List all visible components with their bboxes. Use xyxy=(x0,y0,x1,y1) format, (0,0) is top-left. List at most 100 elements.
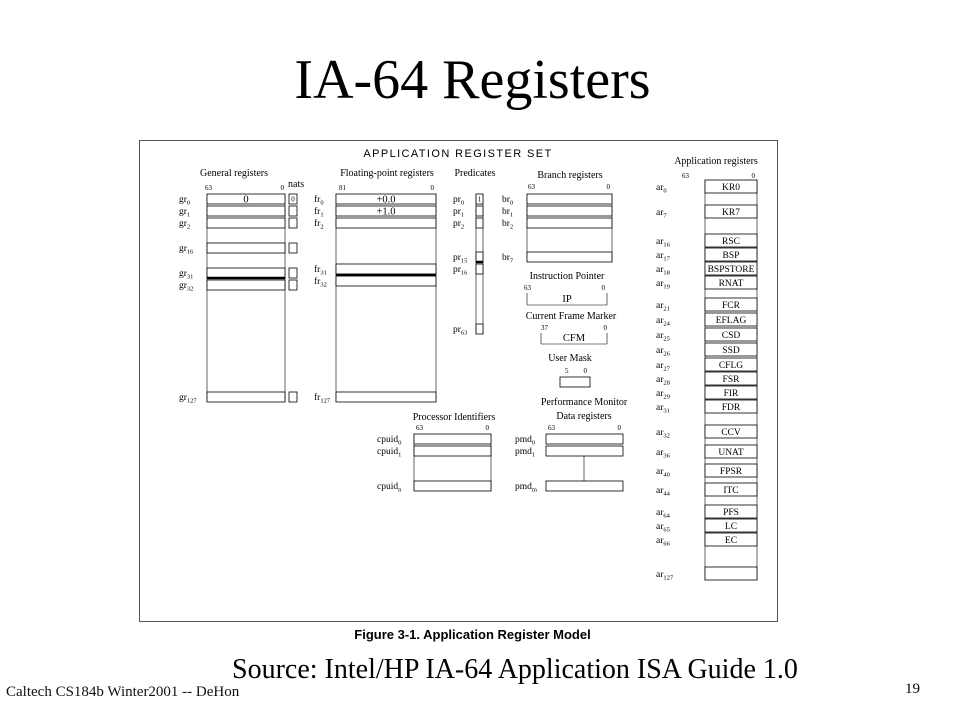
app-register-value: FPSR xyxy=(720,467,743,477)
cpuid-bit-lo: 0 xyxy=(486,424,490,432)
figure-frame xyxy=(139,140,778,622)
app-register-label: ar17 xyxy=(656,251,671,263)
app-register-box xyxy=(704,179,758,194)
app-register-box xyxy=(704,518,758,533)
app-register-value: EFLAG xyxy=(716,316,747,326)
ip-bit-lo: 0 xyxy=(602,284,606,292)
app-register-box xyxy=(704,424,758,439)
nat-bit-box xyxy=(288,267,298,279)
app-register-label: ar7 xyxy=(656,208,667,220)
branch-register-label: br0 xyxy=(502,195,513,207)
pmd-register-box xyxy=(545,480,624,492)
nat-bit-box xyxy=(288,279,298,291)
predicate-value: 1 xyxy=(478,196,482,204)
app-bit-lo: 0 xyxy=(752,172,756,180)
fp-register-label: fr2 xyxy=(314,218,324,231)
general-register-label: gr16 xyxy=(179,244,194,256)
app-register-label: ar44 xyxy=(656,486,671,498)
app-register-box xyxy=(704,444,758,459)
general-registers-heading: General registers xyxy=(200,168,268,179)
general-bit-lo: 0 xyxy=(281,184,285,192)
cpuid-bit-hi: 63 xyxy=(416,424,424,432)
general-register-label: gr32 xyxy=(179,281,193,293)
pmd-register-box xyxy=(545,433,624,445)
branch-register-label: br1 xyxy=(502,207,513,219)
branch-bit-lo: 0 xyxy=(607,183,611,191)
app-register-value: CCV xyxy=(721,428,741,438)
app-register-value: FIR xyxy=(724,389,739,399)
figure-title: APPLICATION REGISTER SET xyxy=(363,148,552,160)
pmd-register-label: pmdm xyxy=(515,482,537,494)
nats-heading: nats xyxy=(288,179,304,190)
fp-register-box xyxy=(335,263,437,275)
nat-bit-box xyxy=(288,205,298,217)
general-bit-hi: 63 xyxy=(205,184,213,192)
branch-bit-hi: 63 xyxy=(528,183,536,191)
app-register-label: ar31 xyxy=(656,403,670,415)
app-register-label: ar40 xyxy=(656,467,670,479)
predicate-label: pr63 xyxy=(453,325,467,337)
app-register-box xyxy=(704,342,758,357)
cpuid-register-box xyxy=(413,445,492,457)
fp-register-box xyxy=(335,391,437,403)
predicate-box xyxy=(475,251,484,263)
app-register-value: KR7 xyxy=(722,208,740,218)
app-register-label: ar0 xyxy=(656,183,667,195)
cpuid-register-label: cpuid0 xyxy=(377,435,401,447)
app-register-box xyxy=(704,204,758,219)
branch-register-box xyxy=(526,217,613,229)
um-bit-hi: 5 xyxy=(565,367,569,375)
app-register-label: ar27 xyxy=(656,361,671,373)
pmd-register-label: pmd1 xyxy=(515,447,535,459)
app-register-box xyxy=(704,312,758,327)
predicate-box xyxy=(475,193,484,205)
app-register-box xyxy=(704,297,758,312)
slide-title: IA-64 Registers xyxy=(294,49,651,111)
app-register-label: ar25 xyxy=(656,331,670,343)
pmd-register-label: pmd0 xyxy=(515,435,535,447)
branch-register-box xyxy=(526,193,613,205)
pmd-heading-line2: Data registers xyxy=(556,411,611,422)
app-register-label: ar36 xyxy=(656,448,671,460)
page-number: 19 xyxy=(905,681,920,697)
app-register-label: ar29 xyxy=(656,389,670,401)
app-register-box xyxy=(704,233,758,248)
app-register-box xyxy=(704,371,758,386)
app-register-value: RNAT xyxy=(719,279,744,289)
app-register-value: LC xyxy=(725,522,737,532)
app-register-value: ITC xyxy=(723,486,738,496)
app-register-value: BSP xyxy=(723,251,740,261)
general-register-box xyxy=(206,242,286,254)
app-register-label: ar21 xyxy=(656,301,670,313)
figure-caption: Figure 3-1. Application Register Model xyxy=(354,627,591,642)
app-register-label: ar28 xyxy=(656,375,670,387)
footer-course-label: Caltech CS184b Winter2001 -- DeHon xyxy=(6,684,240,700)
cpuid-heading: Processor Identifiers xyxy=(413,412,496,423)
fp-registers-heading: Floating-point registers xyxy=(340,168,434,179)
app-register-value: CFLG xyxy=(719,361,743,371)
cpuid-register-label: cpuidn xyxy=(377,482,402,494)
app-register-box xyxy=(704,566,758,581)
fp-register-label: fr127 xyxy=(314,392,331,405)
fp-register-box xyxy=(335,275,437,287)
app-register-box xyxy=(704,385,758,400)
cpuid-register-label: cpuid1 xyxy=(377,447,401,459)
ip-bit-hi: 63 xyxy=(524,284,532,292)
cpuid-register-box xyxy=(413,480,492,492)
app-register-box xyxy=(704,327,758,342)
register-set-diagram: APPLICATION REGISTER SET General register… xyxy=(179,148,758,582)
app-register-value: PFS xyxy=(723,508,739,518)
app-register-value: FSR xyxy=(723,375,741,385)
general-register-value: 0 xyxy=(243,195,248,206)
predicate-label: pr0 xyxy=(453,195,464,207)
app-register-value: FCR xyxy=(722,301,741,311)
predicate-box xyxy=(475,217,484,229)
ip-register-value: IP xyxy=(562,294,571,305)
app-register-box xyxy=(704,275,758,290)
app-register-label: ar66 xyxy=(656,536,671,548)
predicate-box xyxy=(475,263,484,275)
pmd-heading-line1: Performance Monitor xyxy=(541,397,628,408)
pmd-register-box xyxy=(545,445,624,457)
cfm-heading: Current Frame Marker xyxy=(526,311,617,322)
branch-registers-heading: Branch registers xyxy=(537,170,602,181)
